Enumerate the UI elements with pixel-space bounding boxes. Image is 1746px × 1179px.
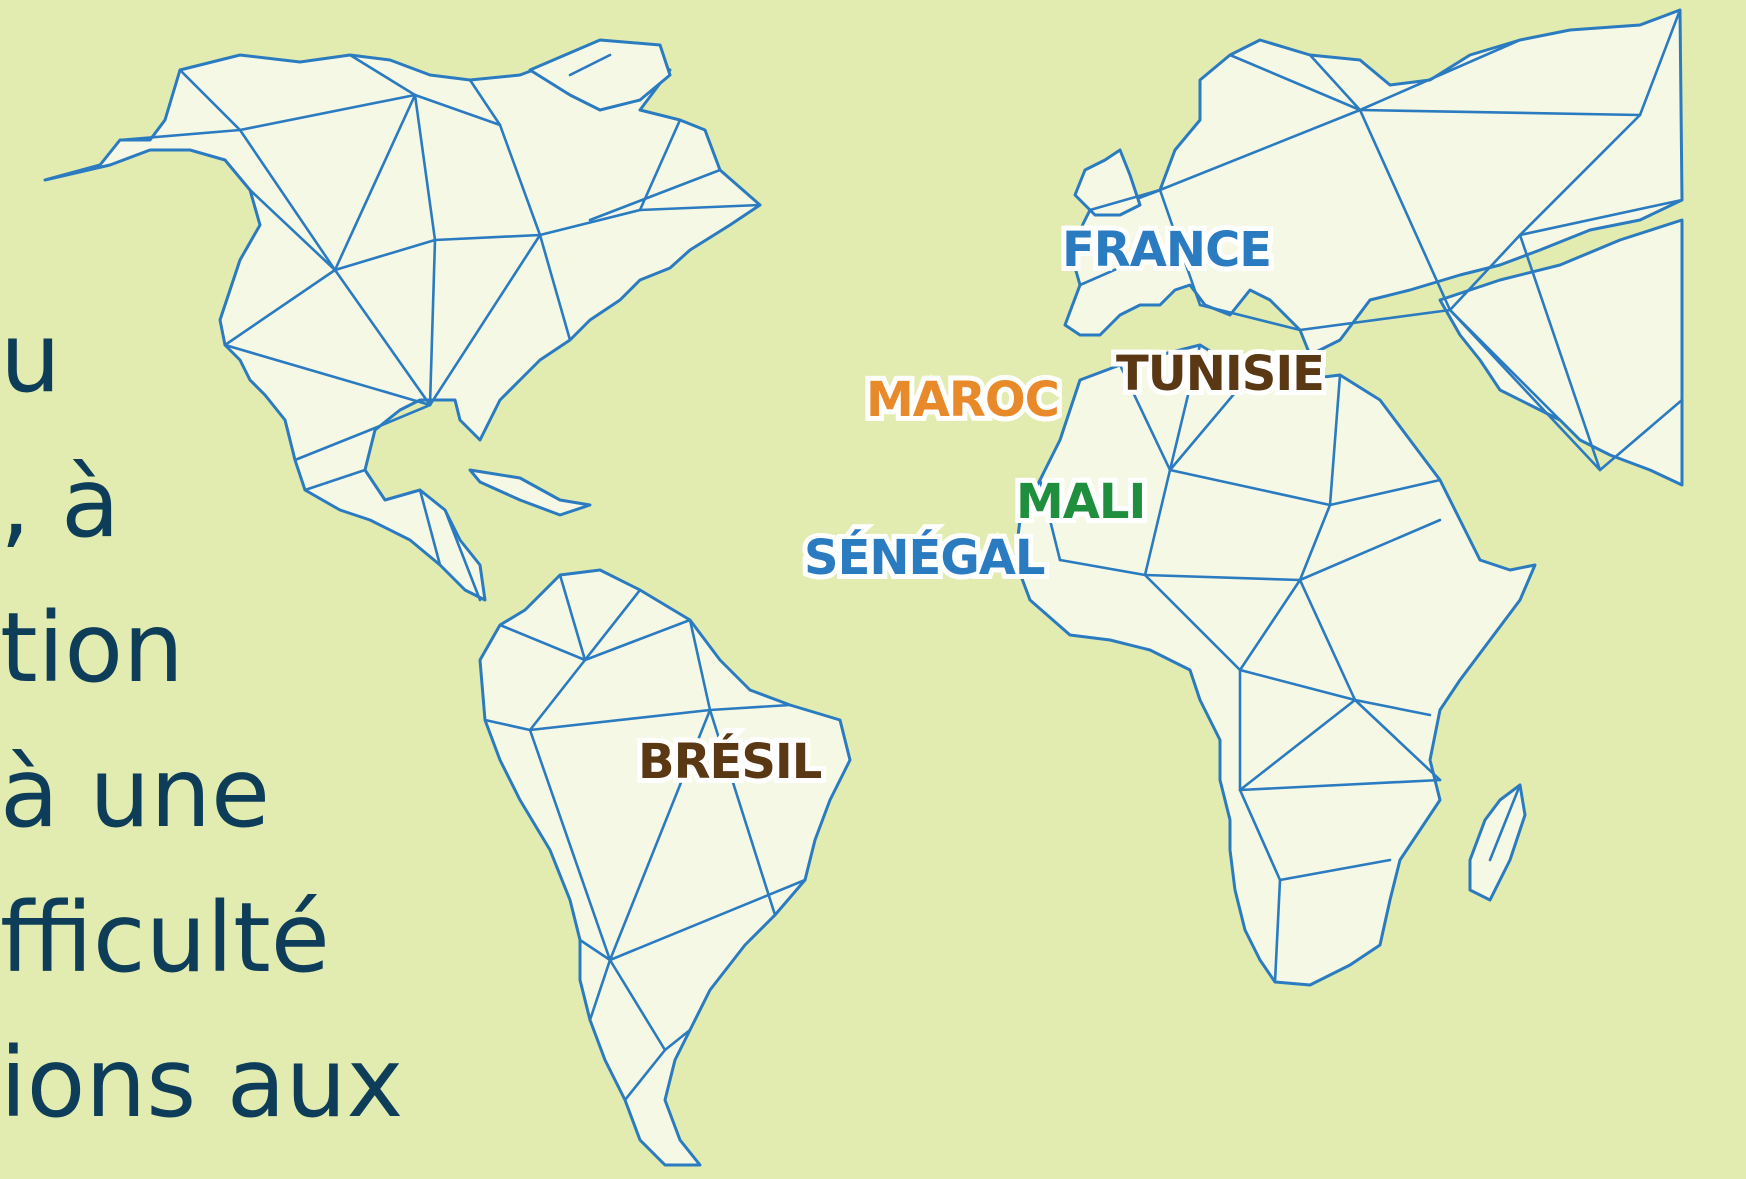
greenland-landmass [528,38,672,112]
country-label-tunisie: TUNISIE [1111,341,1330,407]
body-text-line-4: à une [0,737,271,849]
body-text-line-5: fficulté [0,882,330,994]
country-label-maroc: MAROC [861,367,1065,433]
south-america-landmass [478,568,852,1167]
country-label-senegal: SÉNÉGAL [799,525,1050,591]
triangulation-mesh [118,8,1684,1102]
country-label-bresil: BRÉSIL [633,729,827,795]
uk-island [1073,148,1142,217]
country-label-mali: MALI [1011,469,1151,535]
north-america-landmass [43,53,762,602]
country-label-france: FRANCE [1057,217,1277,283]
body-text-line-3: tion [0,592,184,704]
body-text-line-6: ions aux [0,1027,404,1139]
cuba-island [468,468,592,517]
africa-landmass [1013,343,1537,987]
europe-landmass [1063,8,1684,357]
body-text-line-2: , à [0,447,120,559]
body-text-line-1: u [0,302,61,414]
